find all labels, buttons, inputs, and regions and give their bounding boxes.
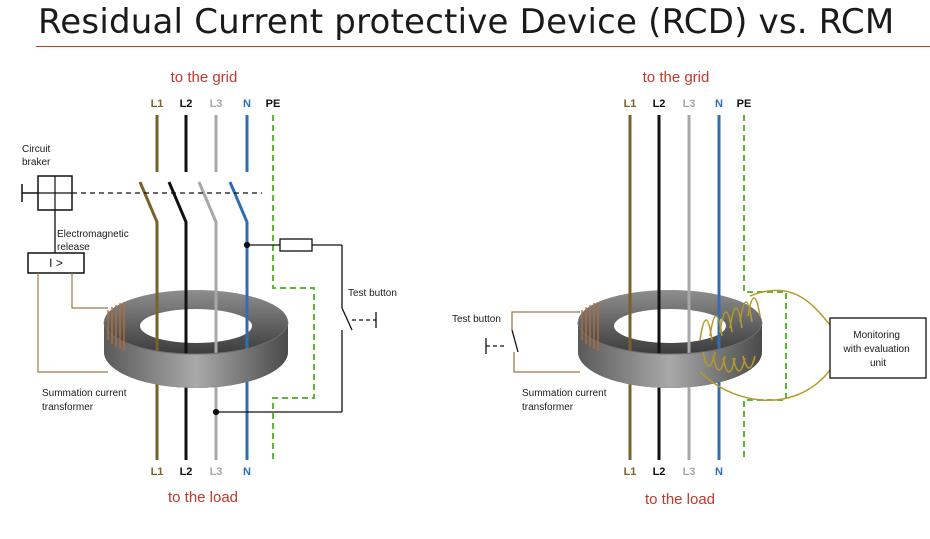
rcm-monitoring-unit-label: Monitoring with evaluation unit [843, 330, 913, 369]
rcd-conductor-L1 [138, 115, 159, 460]
rcd-label-N-top: N [243, 98, 251, 110]
rcd-conductor-L2 [167, 115, 188, 460]
rcd-conductor-L3 [197, 115, 218, 460]
rcd-label-PE-top: PE [266, 98, 281, 110]
rcm-diagram: to the grid L1 L2 L3 N PE [452, 69, 927, 508]
rcm-conductor-PE [743, 115, 787, 460]
page-title: Residual Current protective Device (RCD)… [38, 2, 895, 42]
rcd-em-release-label: Electromagnetic release [57, 229, 131, 253]
rcm-label-L1-top: L1 [624, 98, 637, 110]
rcd-test-button-label: Test button [348, 288, 397, 299]
rcd-conductors [138, 115, 315, 460]
rcd-label-L2-top: L2 [180, 98, 193, 110]
rcd-label-L3-top: L3 [210, 98, 223, 110]
rcm-label-L1-bottom: L1 [624, 466, 637, 478]
rcd-transformer-label: Summation current transformer [42, 388, 129, 413]
rcm-label-N-bottom: N [715, 466, 723, 478]
rcd-em-release: I > [27, 252, 108, 373]
rcm-label-L3-top: L3 [683, 98, 696, 110]
rcd-label-N-bottom: N [243, 466, 251, 478]
rcm-label-L3-bottom: L3 [683, 466, 696, 478]
rcd-to-load-label: to the load [168, 489, 238, 506]
rcm-conductors [628, 115, 787, 460]
rcm-monitoring-unit: Monitoring with evaluation unit [829, 317, 927, 379]
rcd-label-L2-bottom: L2 [180, 466, 193, 478]
rcm-label-L2-top: L2 [653, 98, 666, 110]
rcd-label-L1-bottom: L1 [151, 466, 164, 478]
rcd-label-L1-top: L1 [151, 98, 164, 110]
rcm-label-L2-bottom: L2 [653, 466, 666, 478]
title-underline [36, 46, 930, 47]
rcd-diagram: to the grid L1 L2 L3 N PE [21, 69, 397, 506]
rcm-to-load-label: to the load [645, 491, 715, 508]
rcm-label-PE-top: PE [737, 98, 752, 110]
rcm-test-button-label: Test button [452, 314, 501, 325]
rcd-conductor-N [228, 115, 249, 460]
rcd-circuit-breaker-label: Circuit braker [22, 144, 53, 168]
rcd-transformer-ring-front [103, 302, 289, 388]
rcm-to-grid-label: to the grid [643, 69, 710, 86]
rcd-test-circuit [212, 238, 377, 416]
rcd-em-release-symbol: I > [49, 256, 63, 270]
rcd-to-grid-label: to the grid [171, 69, 238, 86]
rcd-conductor-PE [272, 115, 315, 460]
rcd-circuit-breaker [21, 175, 262, 253]
rcd-label-L3-bottom: L3 [210, 466, 223, 478]
rcm-transformer-label: Summation current transformer [522, 388, 609, 413]
rcm-label-N-top: N [715, 98, 723, 110]
rcm-transformer-ring-front [577, 289, 831, 401]
rcm-test-button [485, 311, 580, 373]
